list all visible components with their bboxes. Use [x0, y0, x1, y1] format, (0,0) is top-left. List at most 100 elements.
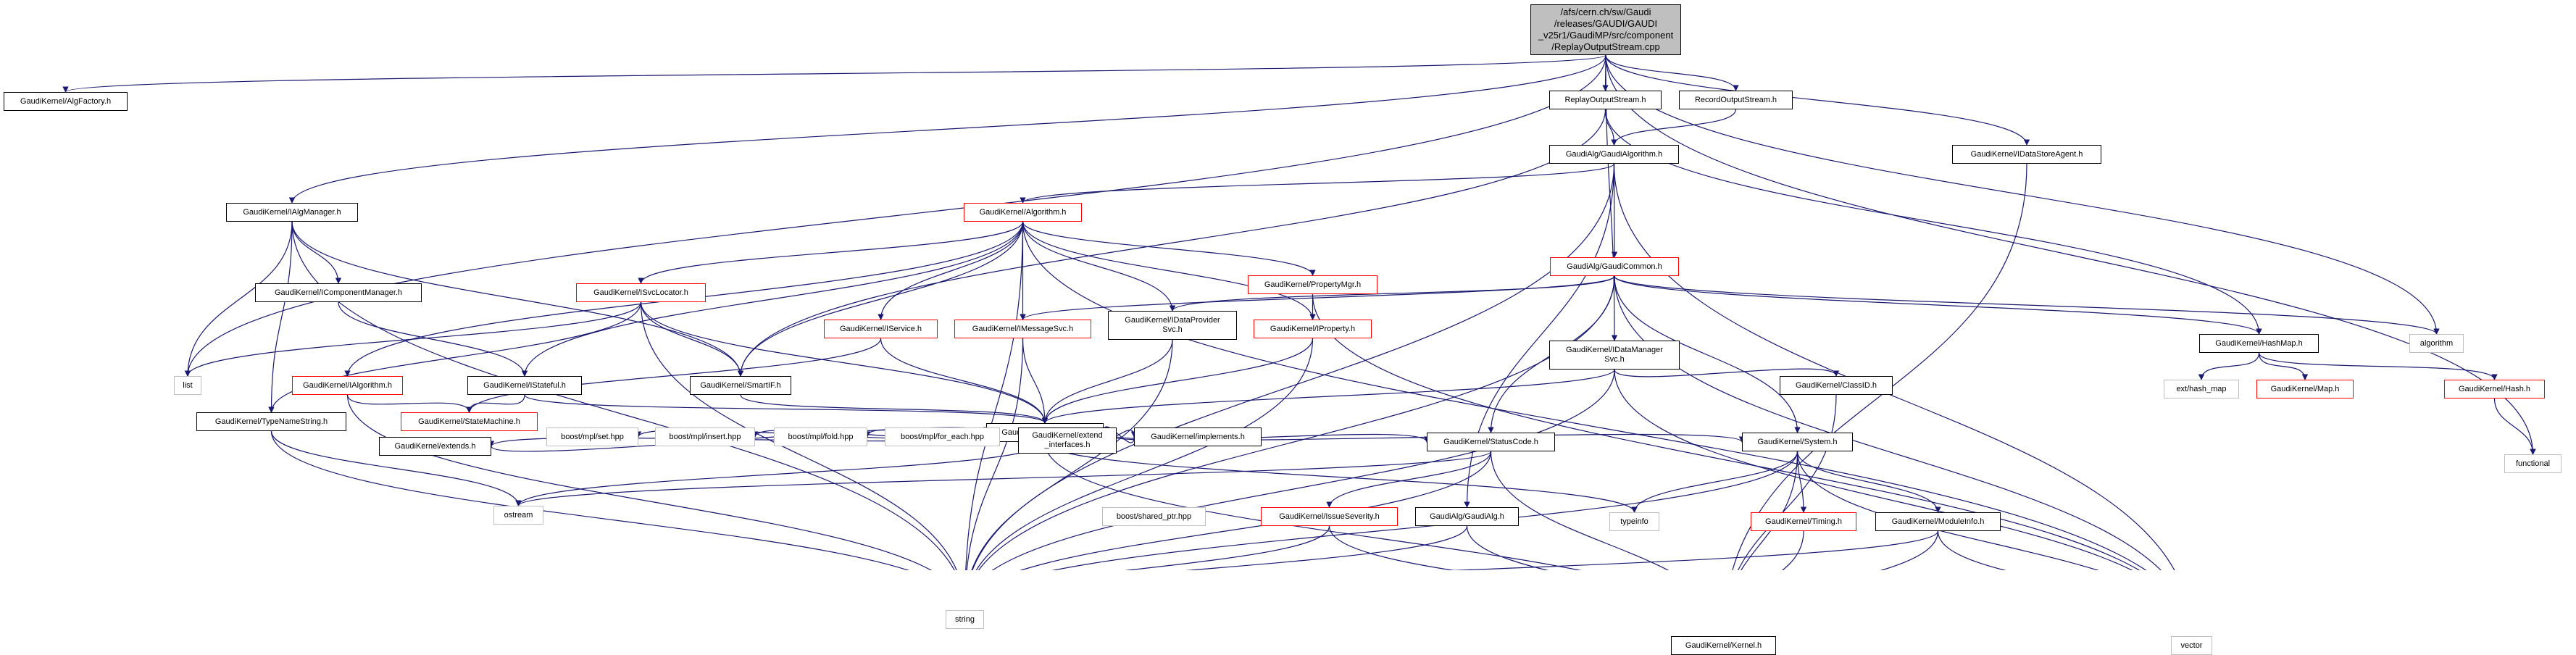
edge-moduleinfo-to-kernel	[1880, 530, 1939, 570]
edge-idatamanager-to-string	[992, 369, 1615, 570]
node-statemachine[interactable]: GaudiKernel/StateMachine.h	[401, 412, 538, 431]
edge-statuscode-to-ostream	[515, 451, 1492, 506]
edge-gaudialgorithm-to-vector	[1613, 163, 2175, 570]
node-istateful[interactable]: GaudiKernel/IStateful.h	[467, 376, 582, 395]
node-gaudicommon[interactable]: GaudiAlg/GaudiCommon.h	[1550, 257, 1679, 276]
edge-iproperty-to-string	[975, 338, 1314, 570]
node-gaudialgorithm[interactable]: GaudiAlg/GaudiAlgorithm.h	[1549, 145, 1679, 164]
edge-istateful-to-statemachine	[466, 394, 525, 413]
edge-algorithm-to-vector	[1022, 221, 2146, 570]
edge-idatamanager-to-classid	[1614, 368, 1840, 377]
edge-istateful-to-iinterface	[524, 394, 1049, 424]
edge-gaudicommon-to-imessagesvc	[1020, 275, 1615, 320]
edge-iservice-to-iinterface	[880, 338, 1049, 424]
node-statuscode[interactable]: GaudiKernel/StatusCode.h	[1427, 433, 1555, 451]
node-maph[interactable]: GaudiKernel/Map.h	[2256, 380, 2354, 399]
node-system[interactable]: GaudiKernel/System.h	[1742, 433, 1853, 451]
edge-algorithm-to-idataprovider	[1022, 221, 1176, 312]
edge-system-to-moduleinfo	[1796, 451, 1941, 513]
edge-imessagesvc-to-string	[966, 338, 1024, 570]
node-hashmap[interactable]: GaudiKernel/HashMap.h	[2199, 334, 2319, 353]
node-iproperty[interactable]: GaudiKernel/IProperty.h	[1254, 320, 1372, 338]
node-extendinterfaces[interactable]: GaudiKernel/extend _interfaces.h	[1018, 427, 1117, 454]
node-isvclocator[interactable]: GaudiKernel/ISvcLocator.h	[576, 283, 706, 302]
edge-statuscode-to-string	[1020, 451, 1492, 570]
edge-idataprovider-to-iinterface	[1041, 339, 1173, 424]
edge-isvclocator-to-typenamestring	[268, 301, 642, 413]
node-imessagesvc[interactable]: GaudiKernel/IMessageSvc.h	[954, 320, 1091, 338]
node-extends[interactable]: GaudiKernel/extends.h	[379, 437, 491, 456]
edge-ialgmanager-to-icomponentmanager	[291, 221, 342, 284]
edge-gaudicommon-to-algorithmstd	[1614, 275, 2440, 335]
edge-hashh-to-functional	[2493, 398, 2536, 455]
edge-recordh-to-gaudialgorithm	[1611, 109, 1737, 146]
edge-iinterface-to-ostream	[515, 441, 1046, 506]
edge-idatamanager-to-iinterface	[1041, 369, 1615, 424]
edge-ialgorithm-to-string	[346, 394, 932, 570]
node-idatamanager[interactable]: GaudiKernel/IDataManager Svc.h	[1549, 341, 1680, 370]
edge-isvclocator-to-iinterface	[640, 301, 1049, 424]
edge-algorithm-to-smartif	[737, 221, 1024, 377]
node-propertymgr[interactable]: GaudiKernel/PropertyMgr.h	[1248, 275, 1377, 294]
edge-gaudicommon-to-hashmap	[1614, 275, 2262, 335]
node-ialgorithm[interactable]: GaudiKernel/IAlgorithm.h	[292, 376, 403, 395]
edge-moduleinfo-to-vector	[1937, 530, 2006, 570]
node-kernel[interactable]: GaudiKernel/Kernel.h	[1671, 636, 1776, 655]
edge-algorithm-to-propertymgr	[1022, 221, 1316, 276]
node-exthashmap: ext/hash_map	[2164, 380, 2239, 399]
edge-root-to-ialgmanager	[288, 54, 1606, 204]
edge-system-to-kernel	[1741, 451, 1798, 570]
node-idatastoreagent[interactable]: GaudiKernel/IDataStoreAgent.h	[1952, 145, 2101, 164]
edge-isvclocator-to-list	[184, 301, 642, 377]
edge-smartif-to-iinterface	[740, 394, 1049, 424]
node-root[interactable]: /afs/cern.ch/sw/Gaudi /releases/GAUDI/GA…	[1530, 4, 1681, 55]
edge-icomponentmanager-to-istateful	[338, 301, 528, 377]
node-gaudialg[interactable]: GaudiAlg/GaudiAlg.h	[1415, 507, 1519, 526]
node-algorithm[interactable]: GaudiKernel/Algorithm.h	[964, 203, 1082, 222]
edge-root-to-recordh	[1605, 54, 1739, 91]
edge-isvclocator-to-smartif	[640, 301, 744, 377]
edge-iinterface-to-kernel	[1044, 441, 1582, 570]
edge-iinterface-to-statuscode	[1103, 432, 1430, 443]
node-algfactory[interactable]: GaudiKernel/AlgFactory.h	[4, 92, 128, 111]
edge-gaudialg-to-kernel	[1466, 525, 1549, 570]
node-typeinfo: typeinfo	[1609, 512, 1659, 531]
node-timing[interactable]: GaudiKernel/Timing.h	[1751, 512, 1856, 531]
edge-algorithm-to-isvclocator	[638, 221, 1024, 284]
node-ostream: ostream	[493, 506, 543, 525]
node-replayh[interactable]: ReplayOutputStream.h	[1549, 91, 1662, 109]
edge-timing-to-kernel	[1781, 530, 1804, 570]
edge-root-to-algfactory	[62, 54, 1606, 93]
node-iservice[interactable]: GaudiKernel/IService.h	[824, 320, 938, 338]
node-issueseverity[interactable]: GaudiKernel/IssueSeverity.h	[1261, 507, 1398, 526]
node-string: string	[946, 610, 984, 629]
edge-gaudialgorithm-to-algorithm	[1020, 163, 1615, 204]
node-mplset: boost/mpl/set.hpp	[546, 427, 638, 446]
node-list: list	[174, 376, 201, 395]
node-ialgmanager[interactable]: GaudiKernel/IAlgManager.h	[226, 203, 358, 222]
node-moduleinfo[interactable]: GaudiKernel/ModuleInfo.h	[1875, 512, 2001, 531]
edge-hashmap-to-maph	[2258, 352, 2309, 380]
edge-gaudicommon-to-system	[1614, 275, 1801, 433]
edge-issueseverity-to-string	[1124, 525, 1330, 570]
edge-replayh-to-hashmap	[1604, 109, 2262, 335]
node-idataprovider[interactable]: GaudiKernel/IDataProvider Svc.h	[1108, 311, 1237, 340]
edge-gaudialg-to-string	[1185, 525, 1468, 570]
node-icomponentmanager[interactable]: GaudiKernel/IComponentManager.h	[255, 283, 422, 302]
node-hashh[interactable]: GaudiKernel/Hash.h	[2444, 380, 2545, 399]
node-functional: functional	[2504, 454, 2562, 473]
edge-typenamestring-to-ostream	[270, 430, 522, 506]
edge-typenamestring-to-string	[270, 430, 910, 570]
edge-gaudicommon-to-idataprovider	[1169, 275, 1615, 312]
node-recordh[interactable]: RecordOutputStream.h	[1679, 91, 1793, 109]
edge-algorithm-to-string	[965, 221, 1024, 570]
node-classid[interactable]: GaudiKernel/ClassID.h	[1780, 376, 1893, 395]
node-implements[interactable]: GaudiKernel/implements.h	[1134, 427, 1262, 446]
node-sharedptr: boost/shared_ptr.hpp	[1102, 507, 1206, 526]
edge-iproperty-to-iinterface	[1041, 338, 1314, 424]
edge-issueseverity-to-kernel	[1328, 525, 1455, 570]
edge-idatamanager-to-vector	[1614, 369, 2133, 570]
node-typenamestring[interactable]: GaudiKernel/TypeNameString.h	[196, 412, 346, 431]
edge-root-to-idatastoreagent	[1605, 54, 2030, 146]
node-smartif[interactable]: GaudiKernel/SmartIF.h	[690, 376, 791, 395]
